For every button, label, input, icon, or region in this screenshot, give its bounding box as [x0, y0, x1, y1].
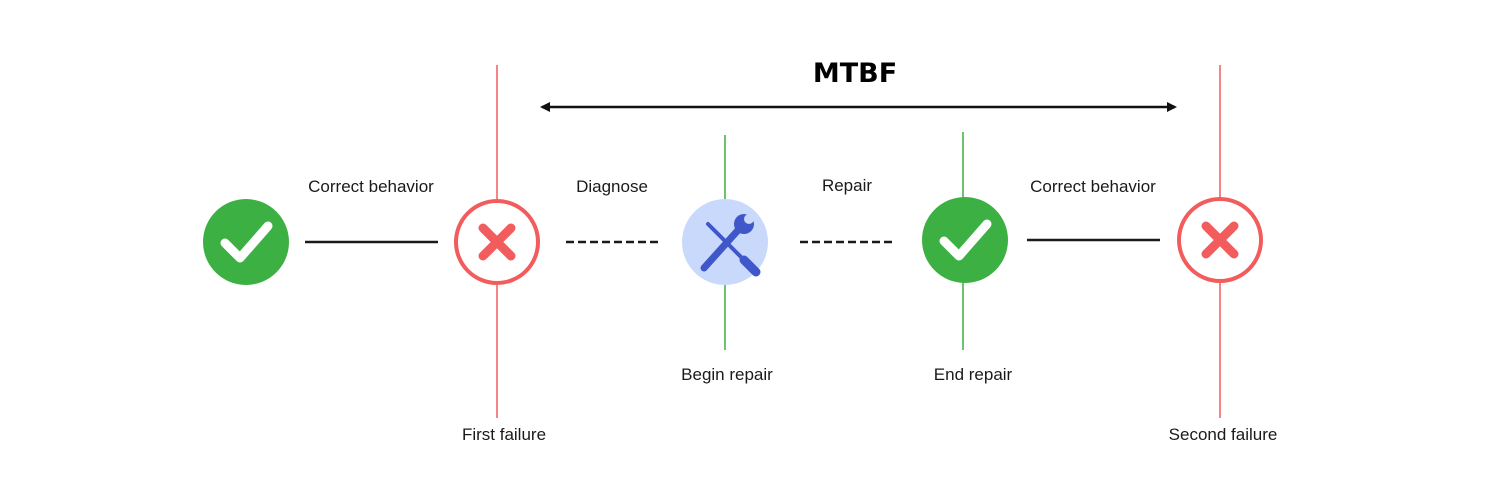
cross-circle-icon [454, 199, 540, 285]
label-diagnose: Diagnose [576, 177, 648, 196]
label-repair: Repair [822, 176, 872, 195]
label-end-repair: End repair [934, 365, 1013, 384]
label-second-failure: Second failure [1169, 425, 1278, 444]
label-first-failure: First failure [462, 425, 546, 444]
label-correct-behavior-2: Correct behavior [1030, 177, 1156, 196]
label-correct-behavior-1: Correct behavior [308, 177, 434, 196]
cross-circle-icon [1177, 197, 1263, 283]
check-circle-icon [203, 199, 289, 285]
wrench-screwdriver-icon [682, 199, 768, 285]
mtbf-title: MTBF [813, 58, 897, 89]
check-circle-icon [922, 197, 1008, 283]
label-begin-repair: Begin repair [681, 365, 773, 384]
